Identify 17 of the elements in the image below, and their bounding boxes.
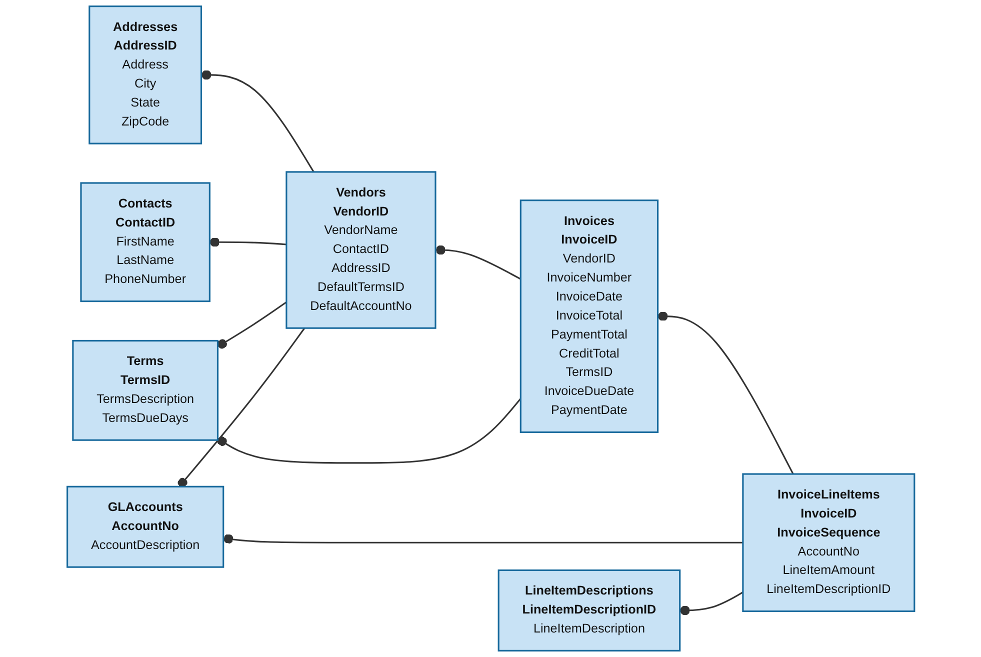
connector <box>209 237 286 247</box>
connector <box>222 534 743 544</box>
node-box: InvoiceLineItems InvoiceID InvoiceSequence AccountNo LineItemAmount LineItemDescriptionID <box>742 473 915 612</box>
connector <box>216 398 521 464</box>
connector <box>177 328 305 488</box>
connector <box>200 70 314 172</box>
node-box: GLAccounts AccountNo AccountDescription <box>66 486 224 568</box>
node-box: Terms TermsID TermsDescription TermsDueDays <box>72 340 218 441</box>
connector <box>657 312 794 474</box>
node-box: Addresses AddressID Address City State ZipCode <box>88 6 202 144</box>
connector <box>679 592 743 616</box>
node-box: LineItemDescriptions LineItemDescriptionID LineItemDescription <box>497 569 680 652</box>
connector <box>216 301 287 349</box>
node-box: Vendors VendorID VendorName ContactID AddressID DefaultTermsID DefaultAccountNo <box>285 171 436 329</box>
connector <box>435 245 521 280</box>
node-box: Invoices InvoiceID VendorID InvoiceNumber InvoiceDate InvoiceTotal PaymentTotal CreditTotal TermsID InvoiceDueDate PaymentDate <box>520 200 658 433</box>
node-box: Contacts ContactID FirstName LastName PhoneNumber <box>80 182 210 302</box>
